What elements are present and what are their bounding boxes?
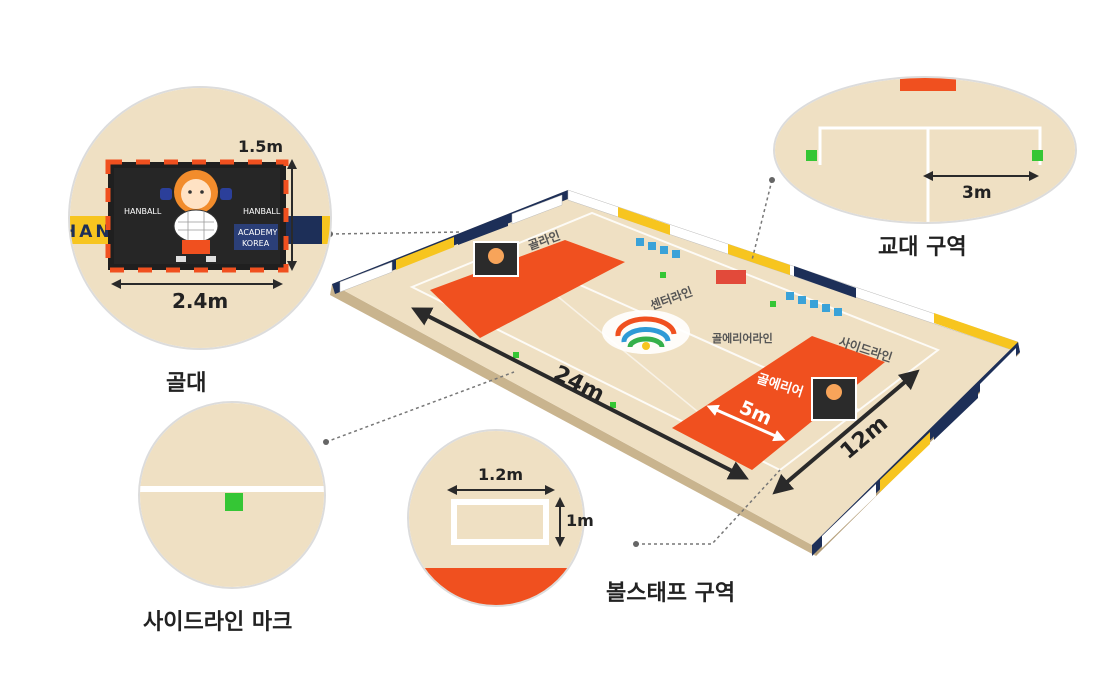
goal-area-depth-arrow xyxy=(706,404,786,442)
goal-board-hanball-right: HANBALL xyxy=(243,207,281,216)
substitution-caption: 교대 구역 xyxy=(878,235,967,260)
goal-board-hanball: HANBALL xyxy=(124,207,162,216)
ball-stop-width-label: 1.2m xyxy=(478,465,523,484)
goal-board-korea: KOREA xyxy=(242,239,270,248)
goal-height-label: 1.5m xyxy=(238,137,283,156)
zoom-goal: HANBALL HANBALL HANBALL ACADEMY KOREA xyxy=(68,86,332,350)
sub-mark-left xyxy=(806,150,817,161)
court-width-arrow xyxy=(772,369,920,495)
scorer-table xyxy=(716,270,746,284)
ball-stop-caption: 볼스태프 구역 xyxy=(606,581,736,606)
center-logo xyxy=(602,310,690,354)
connector-dot xyxy=(323,439,329,445)
court-side-mark xyxy=(770,301,776,307)
court-length-arrow xyxy=(411,307,749,480)
back-boards xyxy=(332,189,1019,353)
goal-left xyxy=(473,241,519,277)
bench-seats xyxy=(636,238,842,316)
goal-caption: 골대 xyxy=(166,371,207,396)
sideline-mark-square xyxy=(225,493,243,511)
sideline-mark-caption: 사이드라인 마크 xyxy=(143,610,293,635)
ball-stop-box xyxy=(451,499,549,545)
zoom-ball-stop: 1.2m 1m xyxy=(407,429,594,607)
zoom-substitution: 3m xyxy=(773,76,1077,224)
goal-right xyxy=(811,377,857,421)
connector-dot xyxy=(769,177,775,183)
connector-lines xyxy=(325,179,781,545)
goal-width-label: 2.4m xyxy=(172,289,228,313)
court: 골라인 센터라인 골에리어라인 사이드라인 골에리어 24m 12m 5m xyxy=(330,189,1020,556)
substitution-width-label: 3m xyxy=(962,183,992,203)
goalkeeper-mascot-icon xyxy=(160,170,232,262)
court-side-mark xyxy=(660,272,666,278)
connector-dot xyxy=(633,541,639,547)
goal-area-line-label: 골에리어라인 xyxy=(712,331,773,345)
ball-stop-depth-label: 1m xyxy=(566,511,594,530)
zoom-sideline-mark xyxy=(138,401,326,589)
goal-board-academy: ACADEMY xyxy=(238,228,278,237)
sub-mark-right xyxy=(1032,150,1043,161)
court-side-mark xyxy=(513,352,519,358)
